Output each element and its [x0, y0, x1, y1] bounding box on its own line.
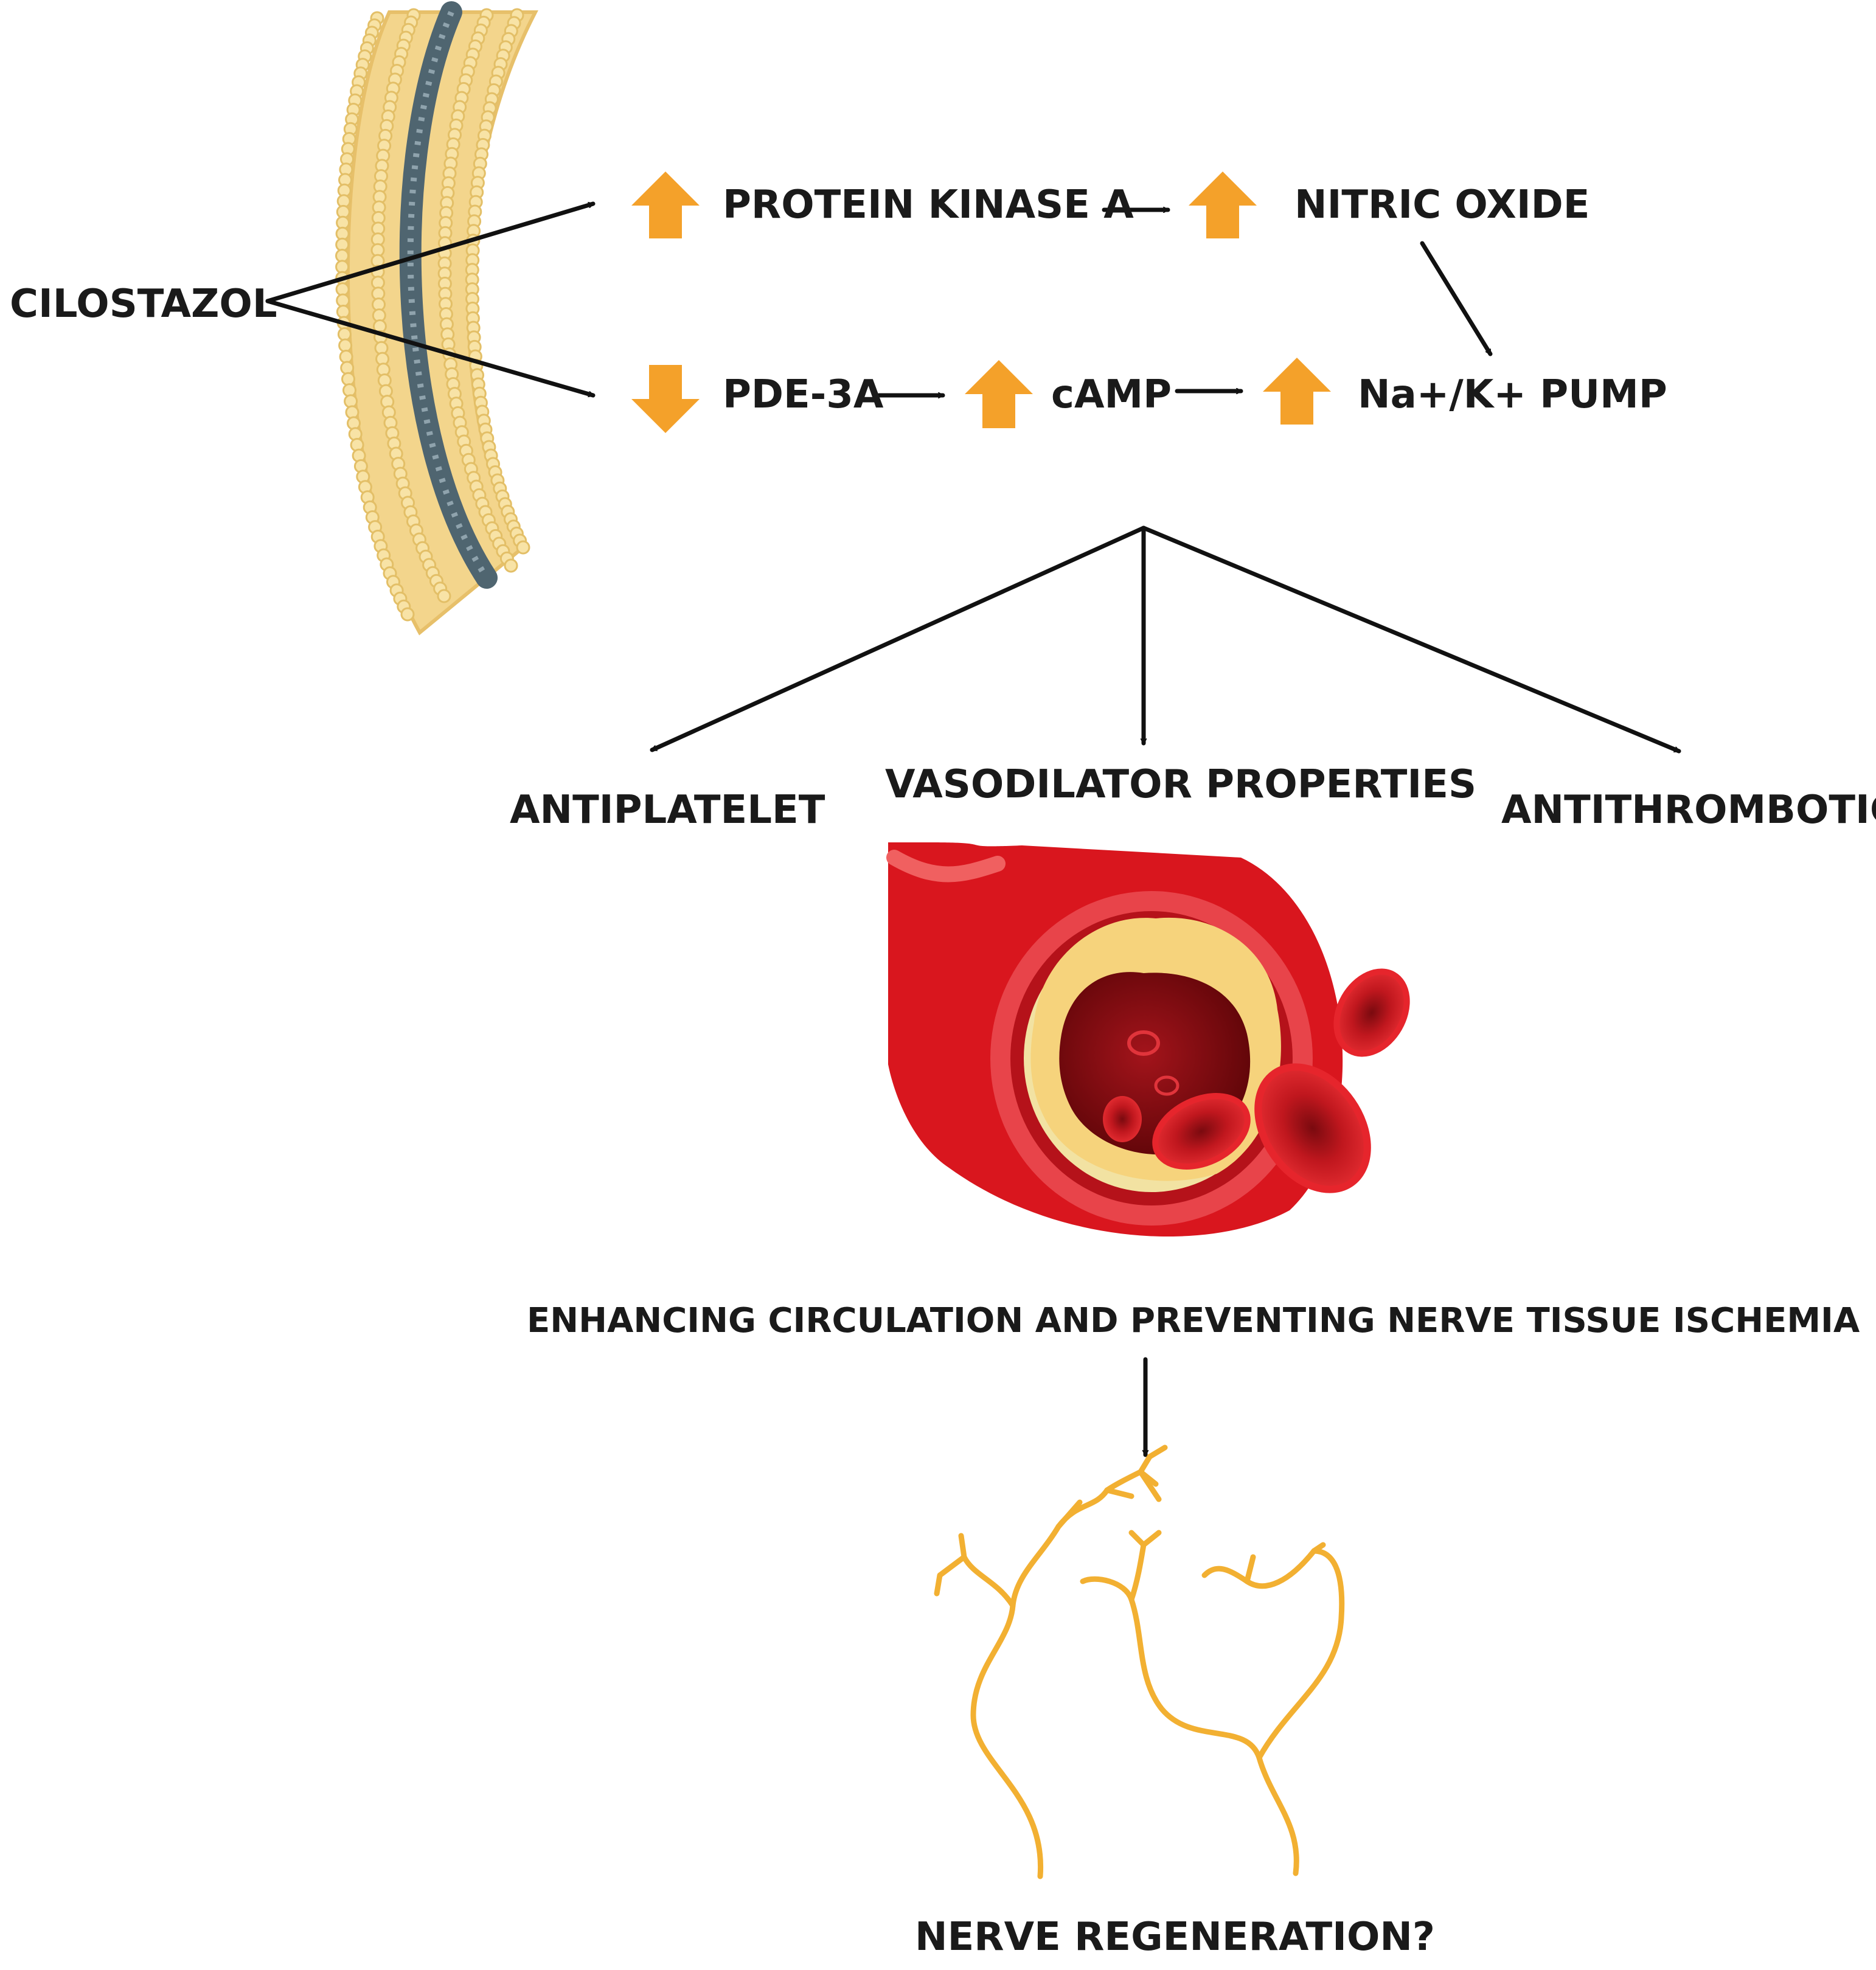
antiplatelet-label: ANTIPLATELET [510, 788, 825, 833]
pka-up-arrow-icon [631, 172, 700, 238]
blood-vessel-plaque-illustration [886, 842, 1410, 1237]
membrane-bead [336, 305, 350, 319]
protein-kinase-a-label: PROTEIN KINASE A [723, 182, 1134, 227]
cell-membrane-illustration [335, 1, 538, 636]
vasodilator-properties-label: VASODILATOR PROPERTIES [885, 762, 1477, 807]
membrane-bead [337, 327, 352, 341]
camp-label: cAMP [1051, 372, 1172, 417]
pde-3a-label: PDE-3A [723, 372, 884, 417]
arrow-to-antithrombotic [1141, 525, 1681, 754]
antithrombotic-label: ANTITHROMBOTIC [1501, 788, 1876, 833]
regulation-arrows [631, 172, 1331, 433]
outcome-label: ENHANCING CIRCULATION AND PREVENTING NER… [527, 1301, 1860, 1341]
arrow-cilostazol-to-pde [265, 299, 596, 398]
membrane-bead [340, 361, 355, 375]
connector-arrows [265, 201, 1681, 1457]
membrane-bead [339, 350, 353, 364]
membrane-bead [437, 589, 451, 603]
pump-up-arrow-icon [1263, 358, 1331, 425]
membrane-bead [516, 540, 530, 555]
camp-up-arrow-icon [965, 360, 1033, 428]
pde-down-arrow-icon [631, 365, 700, 433]
membrane-bead [400, 607, 415, 622]
membrane-bead [338, 338, 353, 353]
drug-label-cilostazol: CILOSTAZOL [10, 282, 277, 327]
nerve-fibers-illustration [934, 1445, 1345, 1879]
na-k-pump-label: Na+/K+ PUMP [1358, 372, 1667, 417]
arrow-no-to-pump [1420, 241, 1493, 356]
membrane-bead [336, 293, 350, 308]
arrow-cilostazol-to-pka [265, 201, 596, 303]
final-label-nerve-regeneration: NERVE REGENERATION? [915, 1915, 1436, 1960]
no-up-arrow-icon [1189, 172, 1257, 238]
arrow-to-antiplatelet [650, 525, 1146, 752]
membrane-bead [504, 558, 518, 573]
nitric-oxide-label: NITRIC OXIDE [1294, 182, 1590, 227]
